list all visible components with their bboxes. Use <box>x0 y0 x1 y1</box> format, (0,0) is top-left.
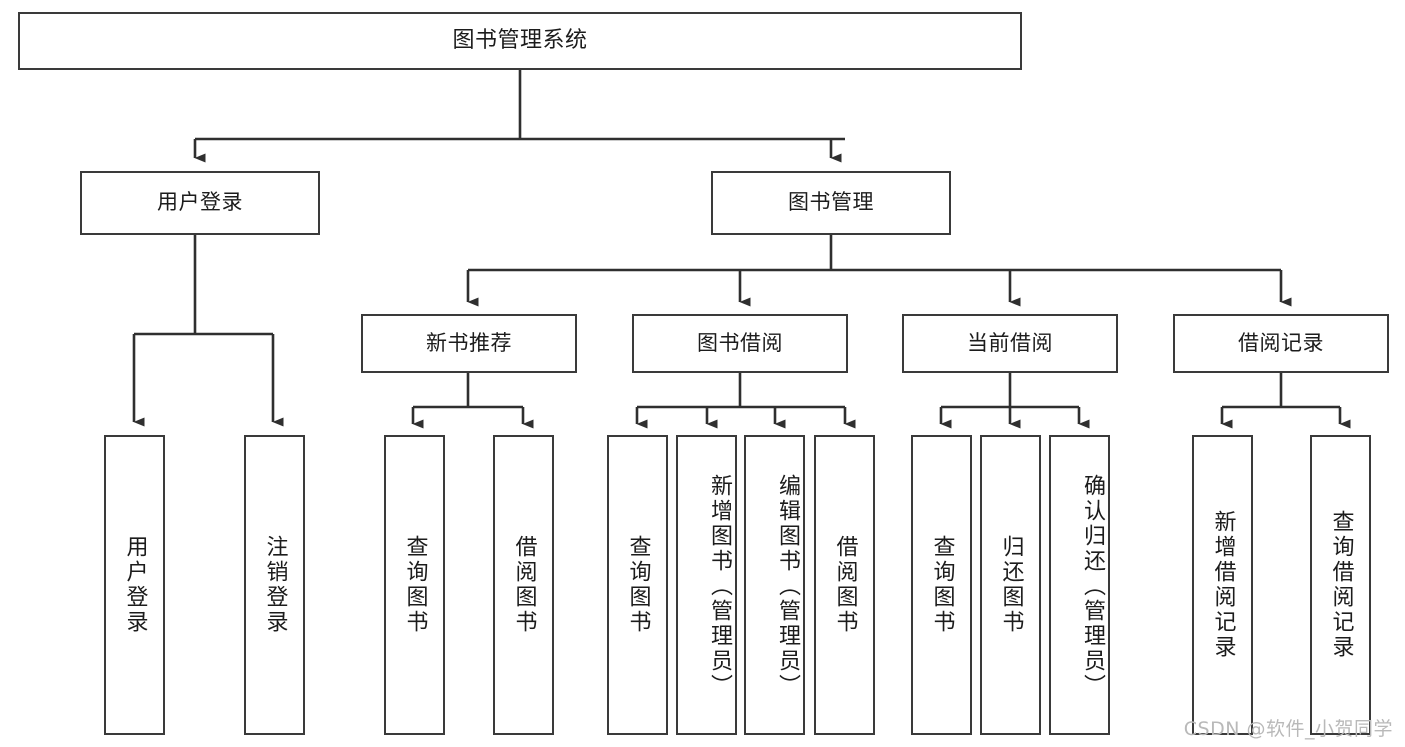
leaf-logout[interactable]: 注销登录 <box>244 435 305 735</box>
leaf-bb-query-book[interactable]: 查询图书 <box>607 435 668 735</box>
leaf-user-login[interactable]: 用户登录 <box>104 435 165 735</box>
leaf-label: 查询图书 <box>929 535 955 635</box>
leaf-cb-confirm-return-admin[interactable]: 确认归还（管理员） <box>1049 435 1110 735</box>
leaf-label: 借阅图书 <box>511 535 537 635</box>
leaf-label: 用户登录 <box>122 535 148 635</box>
node-root-system[interactable]: 图书管理系统 <box>18 12 1022 70</box>
leaf-bb-borrow-book[interactable]: 借阅图书 <box>814 435 875 735</box>
leaf-label: 归还图书 <box>998 535 1024 635</box>
leaf-cb-query-book[interactable]: 查询图书 <box>911 435 972 735</box>
leaf-bb-edit-book-admin[interactable]: 编辑图书（管理员） <box>744 435 805 735</box>
borrow-record-to-leaves-connectors <box>1220 373 1351 429</box>
new-book-to-leaves-connectors <box>411 373 534 429</box>
user-login-to-leaves-connectors <box>132 235 284 427</box>
leaf-cb-return-book[interactable]: 归还图书 <box>980 435 1041 735</box>
leaf-label: 查询借阅记录 <box>1328 510 1354 660</box>
current-borrow-to-leaves-connectors <box>939 373 1090 429</box>
leaf-label: 查询图书 <box>402 535 428 635</box>
leaf-label: 新增借阅记录 <box>1210 510 1236 660</box>
node-new-book-recommend[interactable]: 新书推荐 <box>361 314 577 373</box>
leaf-nb-borrow-book[interactable]: 借阅图书 <box>493 435 554 735</box>
book-borrow-to-leaves-connectors <box>635 373 856 429</box>
node-current-borrow[interactable]: 当前借阅 <box>902 314 1118 373</box>
leaf-label: 编辑图书（管理员） <box>775 473 800 699</box>
leaf-label: 借阅图书 <box>832 535 858 635</box>
leaf-label: 新增图书（管理员） <box>707 473 732 699</box>
leaf-bb-add-book-admin[interactable]: 新增图书（管理员） <box>676 435 737 735</box>
node-user-login[interactable]: 用户登录 <box>80 171 320 235</box>
node-book-borrow[interactable]: 图书借阅 <box>632 314 848 373</box>
leaf-label: 查询图书 <box>625 535 651 635</box>
leaf-br-query-record[interactable]: 查询借阅记录 <box>1310 435 1371 735</box>
csdn-watermark: CSDN @软件_小贺同学 <box>1183 718 1393 740</box>
node-borrow-record[interactable]: 借阅记录 <box>1173 314 1389 373</box>
leaf-nb-query-book[interactable]: 查询图书 <box>384 435 445 735</box>
leaf-br-add-record[interactable]: 新增借阅记录 <box>1192 435 1253 735</box>
root-to-level2-connectors <box>193 70 845 163</box>
node-book-management[interactable]: 图书管理 <box>711 171 951 235</box>
leaf-label: 确认归还（管理员） <box>1080 473 1105 699</box>
book-manage-to-level3-connectors <box>466 235 1292 307</box>
leaf-label: 注销登录 <box>262 535 288 635</box>
